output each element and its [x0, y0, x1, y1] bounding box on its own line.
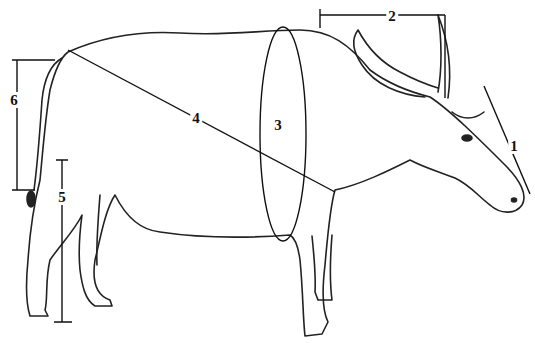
- eye: [462, 135, 472, 141]
- horn-right: [438, 15, 450, 98]
- ear: [452, 112, 484, 118]
- nostril: [512, 198, 517, 202]
- horn-left: [354, 30, 438, 97]
- tail-tuft: [27, 191, 35, 207]
- measure-girth-3: [260, 27, 306, 241]
- measure-line-5: [54, 160, 72, 322]
- hind-leg-inner: [97, 195, 100, 265]
- callout-number: 5: [56, 189, 68, 205]
- measure-line-2: [320, 9, 445, 98]
- callout-number: 4: [190, 110, 202, 126]
- measure-line-6: [12, 60, 55, 190]
- measure-line-1: [484, 86, 530, 194]
- callout-number: 6: [8, 92, 20, 108]
- callout-number: 2: [386, 8, 398, 24]
- measure-line-4: [68, 50, 335, 192]
- tail: [34, 58, 62, 190]
- callout-number: 3: [272, 117, 284, 133]
- callout-number: 1: [508, 138, 520, 154]
- front-leg-far: [312, 235, 332, 300]
